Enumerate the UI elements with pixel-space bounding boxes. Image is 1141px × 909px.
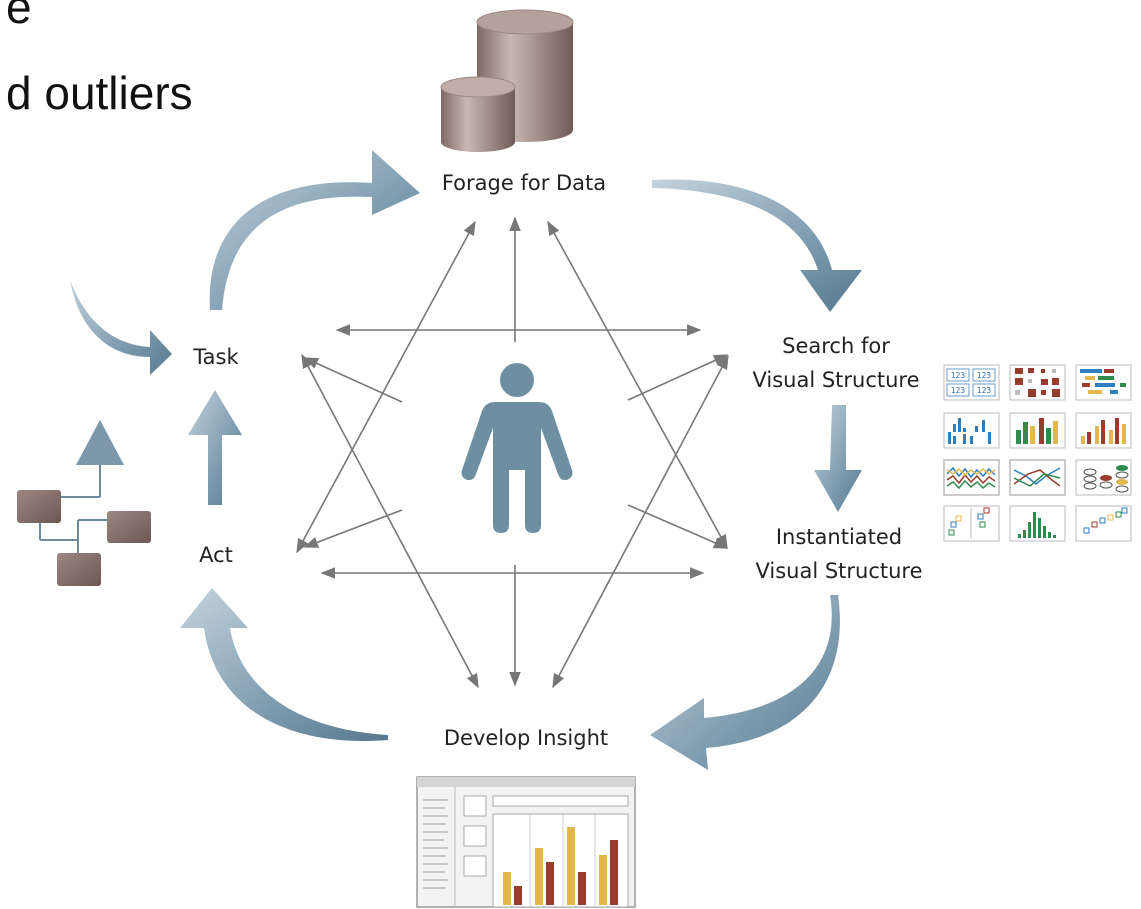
connector-arrows <box>296 216 729 689</box>
develop-to-act-arrow <box>180 588 388 742</box>
node-instantiated-label-line1: Instantiated <box>776 525 902 549</box>
thumbnail-bars-blue <box>943 412 1000 449</box>
search-to-instantiated-arrow <box>814 405 862 512</box>
node-instantiated-label-line2: Visual Structure <box>755 559 922 583</box>
incoming-task-arrow <box>70 280 172 375</box>
thumb-123: 123 <box>951 371 966 380</box>
loop-arrows <box>70 150 862 770</box>
thumbnail-small-multiples <box>943 505 1000 542</box>
node-task-label: Task <box>192 345 239 369</box>
thumbnail-stacked-circles <box>1075 459 1132 496</box>
thumbnail-gantt <box>1075 364 1132 401</box>
node-develop-label: Develop Insight <box>444 726 608 750</box>
person-icon <box>461 363 573 533</box>
act-to-task-arrow <box>188 390 242 505</box>
task-to-forage-arrow <box>209 150 420 310</box>
visualization-thumbnails-icon: 123 123 123 123 <box>943 364 1132 542</box>
node-search-label-line2: Visual Structure <box>752 368 919 392</box>
thumb-123: 123 <box>951 386 966 395</box>
thumbnail-histogram <box>1009 505 1066 542</box>
thumbnail-lines-cross <box>1009 459 1066 496</box>
node-search-label-line1: Search for <box>782 334 890 358</box>
thumbnail-lines-multi <box>943 459 1000 496</box>
node-forage-label: Forage for Data <box>442 171 606 195</box>
instantiated-to-develop-arrow <box>650 595 840 770</box>
node-act-label: Act <box>199 543 233 567</box>
thumbnail-scatter <box>1075 505 1132 542</box>
node-labels: Forage for Data Search for Visual Struct… <box>192 171 922 750</box>
thumbnail-bars-mixed <box>1075 412 1132 449</box>
thumbnail-bars-green <box>1009 412 1066 449</box>
thumb-123: 123 <box>977 371 992 380</box>
slide-text-fragment-1: e <box>6 0 32 33</box>
thumbnail-numbers: 123 123 123 123 <box>943 364 1000 401</box>
slide-text-fragment-2: d outliers <box>6 67 193 119</box>
network-boxes-icon <box>17 420 151 586</box>
dashboard-icon <box>416 776 636 908</box>
thumbnail-matrix <box>1009 364 1066 401</box>
thumb-123: 123 <box>977 386 992 395</box>
database-cylinders-icon <box>440 9 574 152</box>
forage-to-search-arrow <box>652 179 862 312</box>
